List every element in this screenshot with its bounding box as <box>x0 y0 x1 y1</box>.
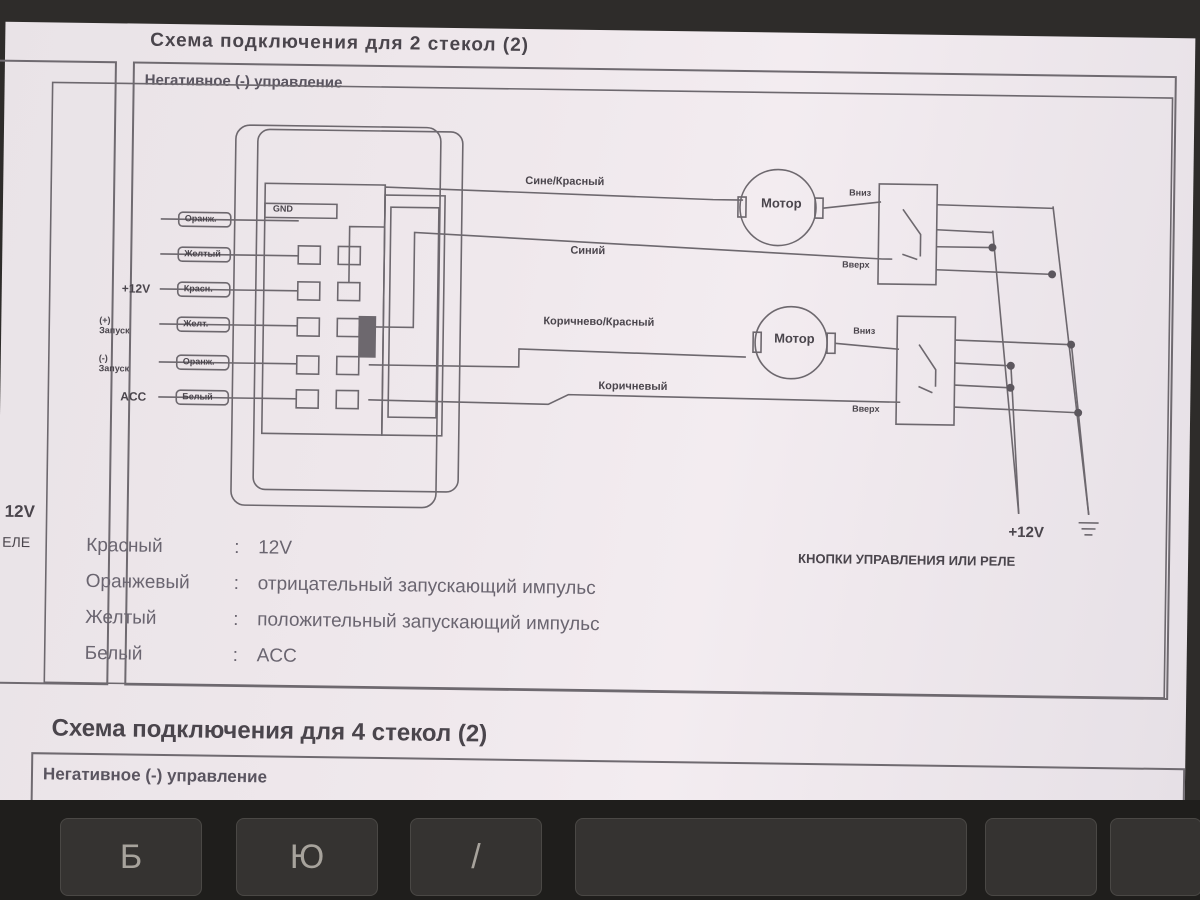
plus12v-label: +12V <box>1008 523 1045 542</box>
wire-blue-label: Синий <box>570 244 606 258</box>
wire-brown-red-label: Коричнево/Красный <box>543 315 655 329</box>
connector-4-label: Желт. <box>183 318 209 329</box>
switch-2-up-label: Вверх <box>852 403 880 414</box>
key-b[interactable]: Б <box>60 818 202 896</box>
row-minus-label: (-) Запуск <box>98 353 130 374</box>
legend-row-white: Белый:ACC <box>84 642 297 667</box>
key-yu[interactable]: Ю <box>236 818 378 896</box>
connector-1-label: Оранж. <box>184 213 217 224</box>
motor-2-label: Мотор <box>774 330 815 347</box>
switch-1-up-label: Вверх <box>842 259 870 270</box>
key-right-1[interactable] <box>985 818 1097 896</box>
instruction-sheet: 12V ЕЛЕ Схема подключения для 2 стекол (… <box>0 21 1196 833</box>
legend-row-red: Красный:12V <box>86 534 293 559</box>
section2-mode: Негативное (-) управление <box>42 764 268 787</box>
row-acc-label: ACC <box>120 389 147 404</box>
key-right-2[interactable] <box>1110 818 1200 896</box>
wiring-diagram <box>43 81 1174 699</box>
connector-5-label: Оранж. <box>182 356 215 367</box>
module-top-box-label: GND <box>272 203 293 214</box>
row-plus-label: (+) Запуск <box>99 315 130 336</box>
row-12v-label: +12V <box>121 281 151 296</box>
wire-brown-label: Коричневый <box>598 380 668 394</box>
key-space[interactable] <box>575 818 967 896</box>
controls-caption: КНОПКИ УПРАВЛЕНИЯ ИЛИ РЕЛЕ <box>797 550 1016 569</box>
laptop-keyboard: Б Ю / <box>0 800 1200 900</box>
switch-1-down-label: Вниз <box>849 187 872 198</box>
key-slash[interactable]: / <box>410 818 542 896</box>
connector-6-label: Белый <box>182 391 213 402</box>
motor-1-label: Мотор <box>760 195 802 211</box>
connector-2-label: Желтый <box>184 248 221 259</box>
wire-blue-red-label: Сине/Красный <box>525 175 605 189</box>
switch-2-down-label: Вниз <box>853 325 876 336</box>
connector-3-label: Красн. <box>183 283 213 294</box>
